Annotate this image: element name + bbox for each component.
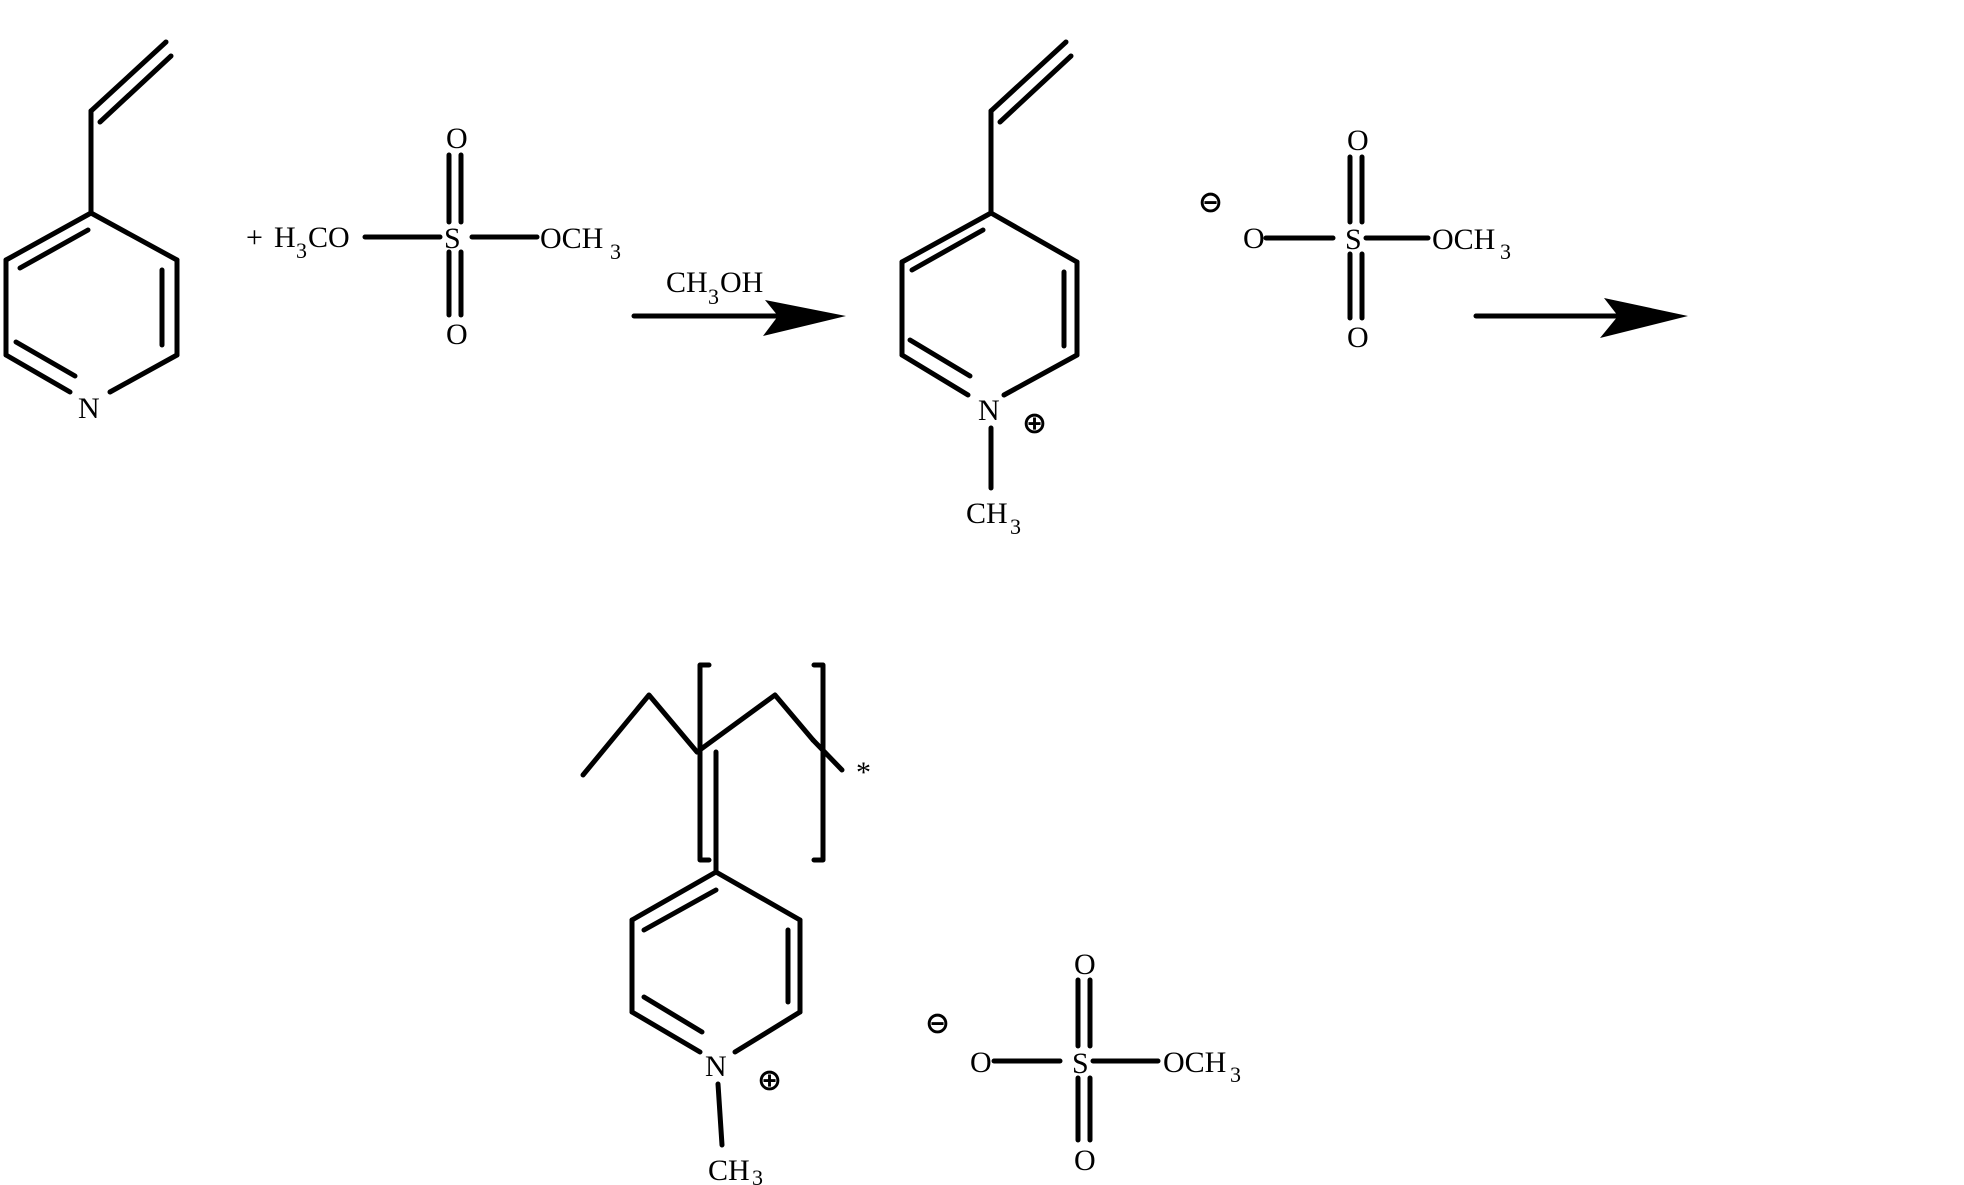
right-bracket (811, 662, 826, 863)
oxygen-top: O (1347, 124, 1369, 157)
end-group-asterisk: * (856, 756, 871, 789)
vinylpyridine-molecule: N (3, 39, 180, 425)
oxygen-top: O (446, 122, 468, 155)
plus-sign: + (246, 221, 263, 254)
reaction-arrow-2 (1473, 298, 1688, 338)
oxygen-left: O (1243, 222, 1265, 255)
co-label: CO (308, 221, 350, 254)
negative-charge-icon: ⊖ (925, 1006, 950, 1041)
positive-charge-icon: ⊕ (1022, 406, 1047, 441)
polymer-cation: * N ⊕ CH 3 (580, 662, 871, 1185)
och3-label: OCH (1163, 1046, 1226, 1079)
positive-charge-icon: ⊕ (757, 1063, 782, 1098)
methyl-ch: CH (966, 497, 1008, 530)
oxygen-bottom: O (1347, 321, 1369, 354)
methanol-subscript: 3 (708, 284, 719, 309)
atom-n: N (78, 392, 100, 425)
och3-label: OCH (540, 222, 603, 255)
methyl-ch: CH (708, 1154, 750, 1185)
methyl-subscript: 3 (1010, 514, 1021, 539)
sulfur-atom: S (1072, 1047, 1089, 1080)
sulfur-atom: S (444, 222, 461, 255)
left-bracket (697, 662, 712, 863)
oxygen-top: O (1074, 948, 1096, 981)
methyl-subscript: 3 (752, 1165, 763, 1185)
methylsulfate-anion-2: ⊖ O S OCH 3 O O (925, 948, 1241, 1177)
oxygen-bottom: O (1074, 1144, 1096, 1177)
oxygen-left: O (970, 1046, 992, 1079)
och3-subscript: 3 (1230, 1062, 1241, 1087)
h-subscript: 3 (296, 238, 307, 263)
dimethyl-sulfate-molecule: + H 3 CO S OCH 3 O O (246, 122, 621, 351)
arrowhead-icon (763, 300, 846, 336)
och3-subscript: 3 (1500, 239, 1511, 264)
methylvinylpyridinium-cation: N ⊕ CH 3 (899, 39, 1080, 539)
methanol-ch: CH (666, 266, 708, 299)
och3-subscript: 3 (610, 239, 621, 264)
methanol-oh: OH (720, 266, 763, 299)
sulfur-atom: S (1345, 223, 1362, 256)
oxygen-bottom: O (446, 318, 468, 351)
methylsulfate-anion-1: ⊖ O S OCH 3 O O (1198, 124, 1511, 354)
arrowhead-icon (1600, 298, 1688, 338)
atom-n-plus: N (978, 394, 1000, 427)
och3-label: OCH (1432, 223, 1495, 256)
reaction-arrow-1: CH 3 OH (631, 266, 846, 336)
negative-charge-icon: ⊖ (1198, 185, 1223, 220)
h-label: H (274, 221, 296, 254)
atom-n-plus: N (705, 1050, 727, 1083)
